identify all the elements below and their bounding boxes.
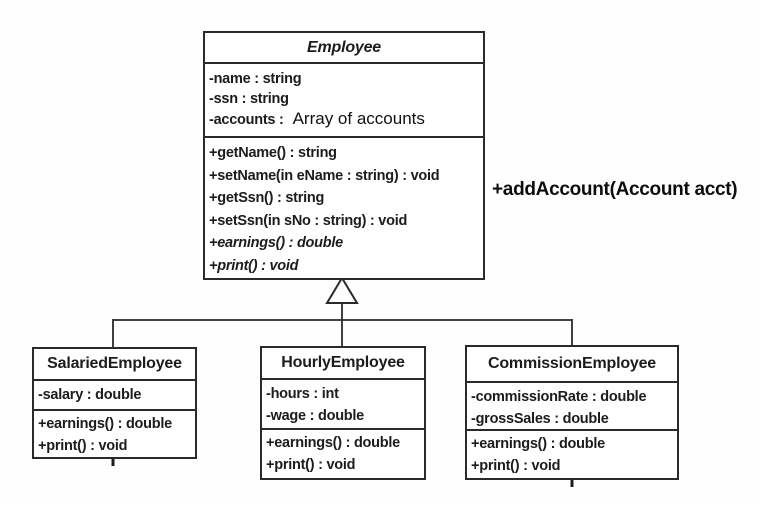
methods-compartment: +getName() : string +setName(in eName : … bbox=[205, 138, 483, 277]
attributes-compartment: -salary : double bbox=[34, 381, 195, 411]
methods-compartment: +earnings() : double +print() : void bbox=[262, 430, 424, 476]
accounts-note-annotation: Array of accounts bbox=[292, 109, 425, 128]
attribute-row: -ssn : string bbox=[209, 91, 289, 107]
class-title: Employee bbox=[205, 33, 483, 64]
method-row: +earnings() : double bbox=[471, 436, 605, 452]
class-box-hourly-employee: HourlyEmployee -hours : int -wage : doub… bbox=[260, 346, 426, 480]
method-row: +setName(in eName : string) : void bbox=[209, 167, 440, 184]
method-row: +earnings() : double bbox=[266, 435, 400, 451]
class-box-employee: Employee -name : string -ssn : string -a… bbox=[203, 31, 485, 280]
attributes-compartment: -commissionRate : double -grossSales : d… bbox=[467, 383, 677, 431]
method-row: +print() : void bbox=[471, 457, 561, 474]
method-row: +print() : void bbox=[266, 456, 356, 473]
attribute-row: -hours : int bbox=[266, 386, 339, 402]
methods-compartment: +earnings() : double +print() : void bbox=[34, 411, 195, 457]
method-row: +getSsn() : string bbox=[209, 190, 325, 206]
methods-compartment: +earnings() : double +print() : void bbox=[467, 431, 677, 477]
annotation-add-account: +addAccount(Account acct) bbox=[492, 179, 738, 200]
class-title: CommissionEmployee bbox=[467, 347, 677, 383]
attribute-row: -name : string bbox=[209, 71, 302, 87]
attribute-row: -accounts : Array of accounts bbox=[209, 109, 480, 130]
method-row: +earnings() : double bbox=[38, 416, 172, 432]
method-row: +setSsn(in sNo : string) : void bbox=[209, 212, 408, 229]
attribute-label: -accounts : bbox=[209, 112, 284, 128]
method-row: +getName() : string bbox=[209, 145, 337, 161]
method-row-abstract: +print() : void bbox=[209, 257, 299, 274]
class-box-salaried-employee: SalariedEmployee -salary : double +earni… bbox=[32, 347, 197, 459]
generalization-triangle-icon bbox=[325, 276, 359, 304]
attribute-row: -grossSales : double bbox=[471, 411, 609, 427]
method-row-abstract: +earnings() : double bbox=[209, 235, 343, 251]
class-title: SalariedEmployee bbox=[34, 349, 195, 381]
class-box-commission-employee: CommissionEmployee -commissionRate : dou… bbox=[465, 345, 679, 480]
attribute-row: -salary : double bbox=[38, 387, 142, 403]
attribute-row: -commissionRate : double bbox=[471, 389, 647, 405]
attributes-compartment: -name : string -ssn : string -accounts :… bbox=[205, 64, 483, 138]
attributes-compartment: -hours : int -wage : double bbox=[262, 380, 424, 430]
class-title: HourlyEmployee bbox=[262, 348, 424, 380]
method-row: +print() : void bbox=[38, 437, 128, 454]
attribute-row: -wage : double bbox=[266, 408, 364, 424]
